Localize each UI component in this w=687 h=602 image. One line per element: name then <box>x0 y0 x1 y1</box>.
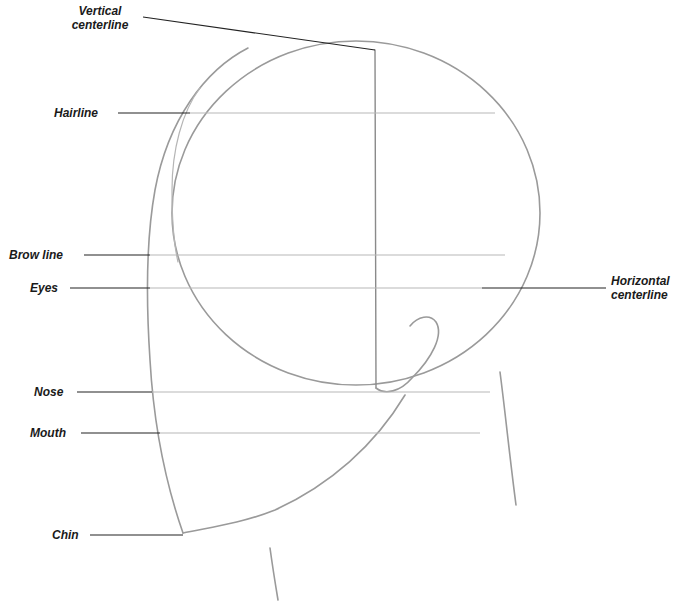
guide-label: Eyes <box>30 281 58 295</box>
face-inner-stroke <box>172 88 200 262</box>
guide-label: Vertical centerline <box>60 4 140 32</box>
guide-label: Horizontal centerline <box>611 274 683 302</box>
guide-lines <box>150 113 505 433</box>
guide-label: Nose <box>34 385 63 399</box>
neck-back <box>500 372 516 505</box>
vertical-centerline <box>375 50 376 388</box>
guide-label: Mouth <box>30 426 66 440</box>
leader-lines <box>70 17 606 535</box>
ear <box>376 317 439 392</box>
guide-label: Brow line <box>9 248 63 262</box>
neck-front <box>270 548 278 600</box>
jaw-line <box>183 395 405 533</box>
cranium-circle <box>172 41 540 385</box>
face-outline <box>147 48 248 533</box>
guide-label: Chin <box>52 528 79 542</box>
guide-label: Hairline <box>54 106 98 120</box>
